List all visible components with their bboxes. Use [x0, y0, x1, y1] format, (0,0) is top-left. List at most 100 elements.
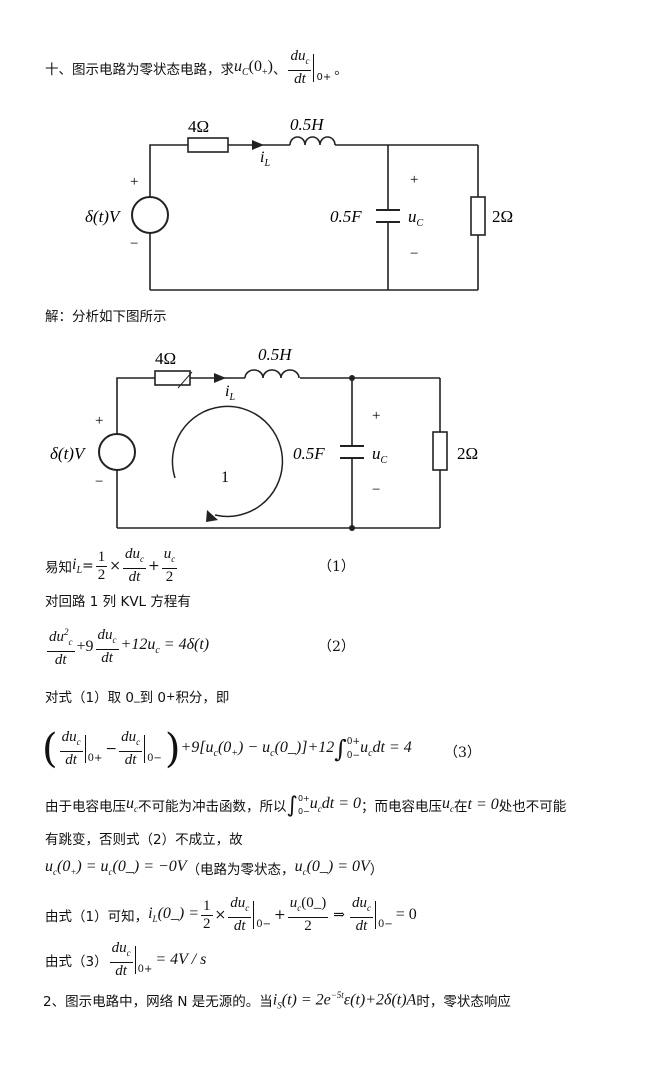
text-fragment: u: [408, 207, 417, 226]
text-fragment: u: [289, 895, 298, 911]
text-fragment: 4Ω: [155, 349, 176, 368]
text-fragment: L: [152, 914, 158, 925]
text-fragment: +: [410, 172, 418, 188]
text-fragment: c: [68, 637, 73, 647]
text-fragment: 0−: [144, 735, 162, 764]
text-fragment: c: [450, 804, 455, 815]
text-fragment: +: [262, 67, 268, 79]
text-fragment: 1: [201, 897, 213, 916]
text-fragment: (0_) = 0V: [306, 858, 370, 876]
math-fragment: iL: [260, 149, 270, 169]
text-fragment: dt: [128, 569, 141, 585]
text-fragment: u: [294, 858, 303, 876]
text-fragment: 0.5F: [293, 444, 325, 463]
math-fragment: duc: [119, 729, 143, 752]
text-fragment: i: [260, 149, 264, 166]
text-fragment: u: [45, 858, 53, 876]
text-fragment: (0_) =: [157, 905, 200, 923]
text-fragment: = 0: [395, 906, 417, 923]
math-fragment: [116, 377, 155, 434]
text-fragment: = 4V / s: [155, 951, 207, 968]
voltage-source: [131, 196, 169, 234]
text-fragment: ×: [214, 907, 227, 923]
text-fragment: i: [272, 991, 278, 1009]
equation-4: uc(0+) = uc(0_) = −0V （电路为零状态， uc(0_) = …: [45, 858, 383, 878]
text-fragment: δ(t)V: [50, 444, 87, 463]
inductor: [244, 369, 300, 379]
math-fragment: uc(0_)2: [287, 895, 329, 935]
math-fragment: +12uc = 4δ(t): [121, 636, 210, 656]
math-fragment: 0+0−: [347, 735, 360, 763]
separator: 、: [272, 62, 287, 78]
text-fragment: ∫: [334, 735, 347, 763]
math-fragment: iS(t) = 2e−5tε(t)+2δ(t)A: [273, 990, 417, 1011]
text-fragment: −: [372, 482, 380, 498]
text-fragment: du: [290, 48, 306, 64]
text-fragment: ）: [369, 862, 384, 878]
text-fragment: c: [139, 554, 144, 564]
math-fragment: uC: [372, 444, 388, 466]
text-fragment: 处也不可能: [498, 799, 567, 815]
text-fragment: 0+: [346, 737, 361, 747]
text-fragment: (0: [57, 858, 71, 876]
text-fragment: c: [76, 737, 81, 747]
circuit-diagram-2: 4Ω 0.5H iL + δ(t)V − 0.5F + uC − 2Ω 1: [50, 345, 478, 531]
text-fragment: du: [351, 895, 367, 911]
math-fragment: duc: [95, 627, 119, 650]
text-fragment: +: [70, 867, 77, 878]
loop-arrow: [171, 405, 284, 518]
text-fragment: c: [317, 804, 322, 815]
math-fragment: duc: [122, 546, 146, 569]
text-fragment: +: [372, 408, 380, 424]
text-fragment: 0.5H: [258, 345, 293, 364]
problem-text: 十、图示电路为零状态电路，求: [45, 62, 234, 78]
math-fragment: [177, 371, 193, 389]
text-fragment: u: [372, 444, 381, 463]
current-arrow-icon: [252, 140, 264, 150]
text-fragment: （电路为零状态，: [186, 862, 295, 878]
text-fragment: +: [130, 174, 138, 190]
text-fragment: c: [134, 804, 138, 815]
text-fragment: ；而电容电压: [361, 799, 443, 815]
text-fragment: i: [225, 383, 229, 400]
math-fragment: 0+0−: [298, 792, 310, 818]
text-fragment: 1: [221, 469, 229, 486]
math-fragment: uc: [126, 795, 138, 814]
text-fragment: ): [267, 57, 273, 75]
text-fragment: i: [72, 555, 77, 573]
text-fragment: c: [245, 903, 250, 913]
evaluation-bar: 0+: [313, 54, 331, 83]
text-fragment: dt: [101, 649, 113, 666]
text-fragment: c: [126, 948, 131, 958]
text-fragment: ): [164, 726, 181, 772]
text-fragment: 由式（3）: [45, 954, 108, 970]
text-fragment: 由式（1）可知，: [45, 909, 149, 925]
text-fragment: 0.5F: [330, 207, 362, 226]
text-fragment: 0−: [297, 807, 310, 816]
text-fragment: u: [163, 546, 172, 562]
resistor-4ohm: [187, 137, 229, 153]
text-fragment: c: [270, 748, 275, 760]
text-fragment: du: [61, 729, 77, 745]
period: 。: [334, 62, 348, 78]
math-fragment: iL: [225, 383, 235, 403]
text-fragment: 到 0: [139, 690, 166, 706]
text-fragment: i: [148, 905, 153, 923]
text-fragment: dt: [124, 752, 137, 768]
text-fragment: 由于电容电压: [45, 799, 126, 815]
text-fragment: du: [49, 629, 64, 645]
text-fragment: 0+: [134, 946, 152, 975]
text-fragment: C: [381, 455, 388, 466]
text-fragment: +9: [76, 637, 94, 655]
text-fragment: c: [305, 56, 310, 66]
equation-number-2: （2）: [318, 639, 355, 655]
